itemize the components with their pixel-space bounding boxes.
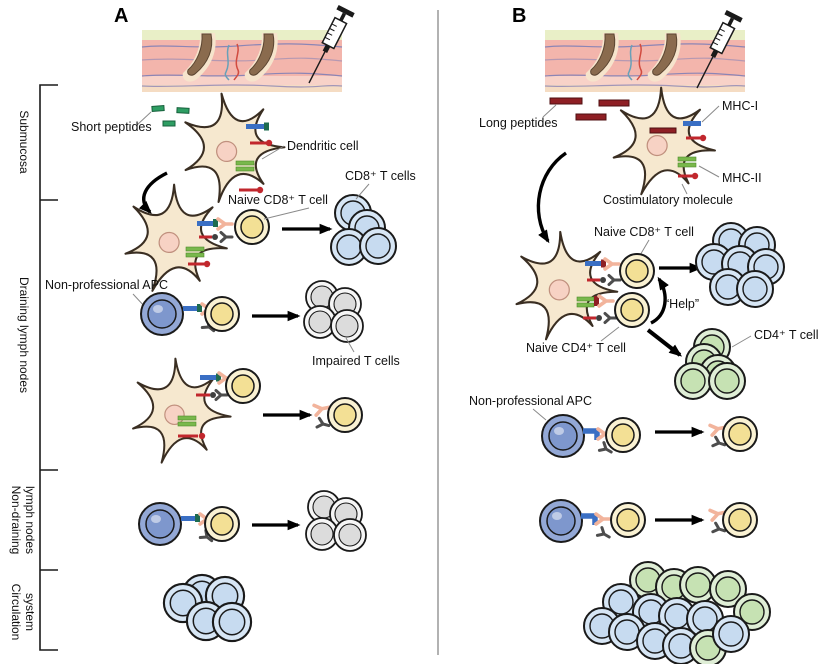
panel-b-letter: B [512,5,526,27]
panel-a: A Short peptides Dendritic cell [45,4,416,643]
circulating-cd8-cluster [162,573,253,643]
pointer-line [701,105,720,123]
apc-cd8-interaction [140,292,240,336]
single-t-cell [708,416,758,452]
naive-cd8-label: Naive CD8⁺ T cell [228,193,328,207]
cd8-t-cell-cluster [330,194,397,266]
dendritic-cell [610,84,720,199]
dendritic-cell-label: Dendritic cell [287,139,359,153]
non-professional-apc-label: Non-professional APC [45,278,168,292]
t-cell [610,502,646,538]
migration-arrow [138,171,168,214]
naive-cd4-label: Naive CD4⁺ T cell [526,341,626,355]
pointer-line [600,326,620,342]
naive-cd8-t-cell [234,209,270,245]
naive-cd8-t-cell [619,253,655,289]
dendritic-cell [177,86,291,207]
migration-arrow [536,151,567,244]
non-professional-apc-cell [539,499,583,543]
pointer-line [698,165,720,178]
apc-t-cell-non-draining [539,499,646,543]
short-peptides [151,105,190,127]
sidebar-bracket: Submucosa Draining lymph nodes Non-drain… [9,84,58,651]
non-professional-apc-cell [541,414,585,458]
single-activated-t-cell [312,397,363,433]
panel-a-letter: A [114,5,128,27]
long-peptides [549,97,630,121]
t-cell [204,296,240,332]
naive-cd4-t-cell [614,292,650,328]
impaired-t-cells-label: Impaired T cells [312,354,400,368]
pointer-line [345,337,355,353]
sidebar-label-submucosa: Submucosa [17,110,31,174]
pointer-line [261,145,285,160]
impaired-t-cell-cluster [305,490,367,552]
naive-cd8-label: Naive CD8⁺ T cell [594,225,694,239]
t-cell [605,417,641,453]
skin-illustration [142,30,342,92]
long-peptides-label: Long peptides [479,116,558,130]
single-t-cell [708,502,758,538]
non-professional-apc-cell [140,292,184,336]
non-professional-apc-cell [138,502,182,546]
pointer-line [542,104,557,118]
dc-cd8-interaction [121,180,270,297]
mhc2-label: MHC-II [722,171,762,185]
cd4-t-cell-label: CD4⁺ T cell [754,328,819,342]
sidebar-label-draining-lymph-nodes: Draining lymph nodes [17,277,31,393]
dc-cd8-cd4-interaction [515,230,655,341]
pointer-line [136,111,152,126]
t-cell [225,368,261,404]
impaired-t-cell-cluster [303,280,364,343]
pointer-line [731,335,752,348]
cd8-t-cells-label: CD8⁺ T cells [345,169,416,183]
mhc1-label: MHC-I [722,99,758,113]
sidebar-label-circulation-line2: system [23,593,37,631]
help-arrow [650,276,669,325]
sidebar-label-circulation-line1: Circulation [9,584,23,641]
apc-t-cell-non-draining [138,502,240,546]
pointer-line [532,408,547,421]
cd8-t-cell-cluster [695,222,785,308]
pointer-line [681,183,688,195]
cd4-t-cell-cluster [674,328,746,400]
short-peptides-label: Short peptides [71,120,152,134]
help-label: “Help” [665,297,699,311]
sidebar-label-non-draining-line2: lymph nodes [23,486,37,554]
costimulatory-molecule-label: Costimulatory molecule [603,193,733,207]
t-cell [204,506,240,542]
panel-b: B Long peptides MHC-I MHC-II Costimulato… [469,5,819,664]
pointer-line [355,183,370,200]
dc-cd8-no-help-interaction [132,357,261,464]
pointer-line [263,207,310,220]
circulating-cd8-cd4-cluster [583,561,771,664]
sidebar-label-non-draining-line1: Non-draining [9,486,23,555]
arrow [646,328,683,357]
apc-t-cell-interaction [541,414,641,458]
non-professional-apc-label: Non-professional APC [469,394,592,408]
